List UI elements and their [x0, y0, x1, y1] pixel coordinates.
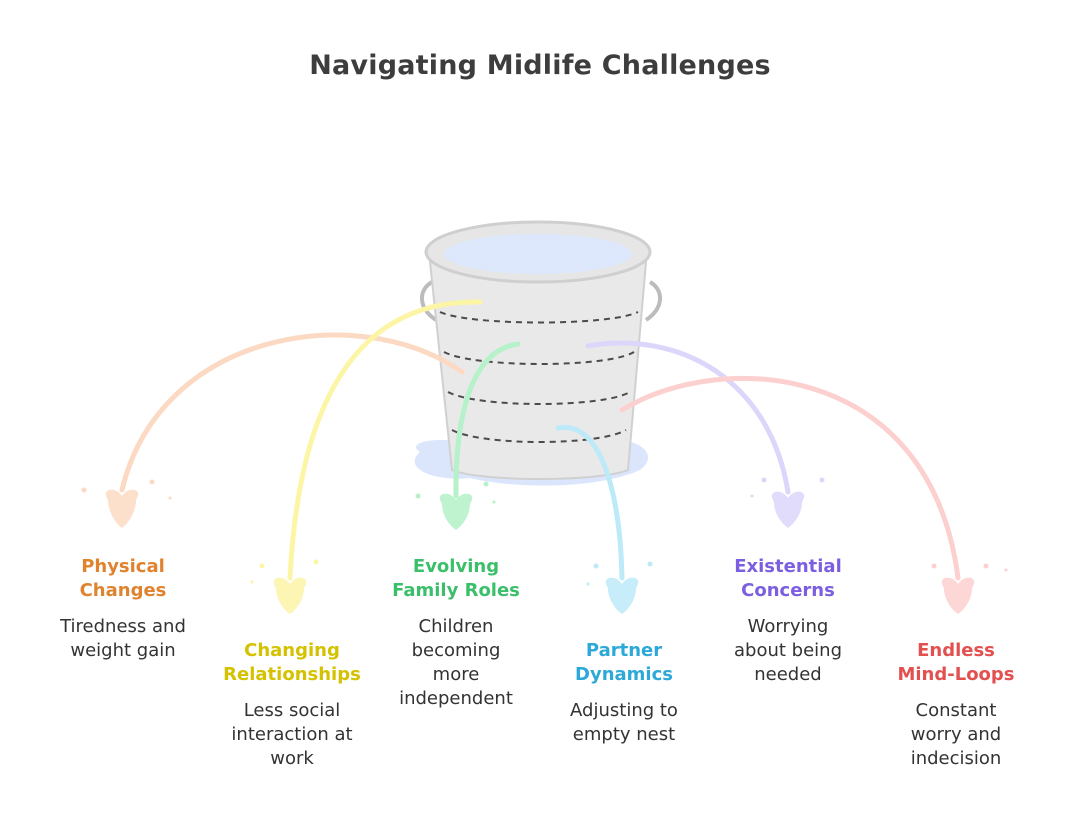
heading-line: Changing — [244, 640, 340, 661]
stream-family — [453, 341, 521, 499]
dashed-band — [447, 391, 631, 405]
desc-line: Less social — [243, 700, 341, 721]
item-heading: Changing Relationships — [212, 639, 372, 687]
heading-line: Dynamics — [575, 664, 673, 685]
splash-mindloops — [931, 563, 1008, 614]
stream-existential — [585, 340, 791, 495]
bucket-water — [444, 234, 632, 274]
heading-line: Mind-Loops — [897, 664, 1015, 685]
diagram-title: Navigating Midlife Challenges — [309, 50, 771, 81]
desc-line: needed — [754, 664, 822, 685]
item-description: Less social interaction at work — [212, 699, 372, 771]
bucket-body — [428, 261, 648, 480]
heading-line: Family Roles — [392, 580, 520, 601]
item-physical-changes: Physical Changes Tiredness and weight ga… — [43, 555, 203, 663]
desc-line: independent — [399, 688, 513, 709]
item-existential-concerns: Existential Concerns Worrying about bein… — [708, 555, 868, 687]
desc-line: Tiredness and — [60, 616, 186, 637]
stream-physical — [119, 332, 465, 493]
item-heading: Evolving Family Roles — [376, 555, 536, 603]
desc-line: about being — [734, 640, 842, 661]
heading-line: Physical — [81, 556, 165, 577]
desc-line: empty nest — [572, 724, 676, 745]
splash-relationships — [250, 559, 319, 614]
desc-line: interaction at — [231, 724, 353, 745]
heading-line: Changes — [79, 580, 167, 601]
splash-existential — [750, 477, 825, 528]
item-endless-mind-loops: Endless Mind-Loops Constant worry and in… — [876, 639, 1036, 771]
dashed-band — [451, 429, 627, 443]
splash-partner — [586, 561, 653, 614]
item-description: Tiredness and weight gain — [43, 615, 203, 663]
item-changing-relationships: Changing Relationships Less social inter… — [212, 639, 372, 771]
heading-line: Evolving — [412, 556, 500, 577]
desc-line: more — [432, 664, 480, 685]
desc-line: work — [270, 748, 314, 769]
heading-line: Concerns — [741, 580, 835, 601]
desc-line: Adjusting to — [570, 700, 678, 721]
heading-line: Endless — [917, 640, 995, 661]
item-evolving-family-roles: Evolving Family Roles Children becoming … — [376, 555, 536, 711]
item-description: Adjusting to empty nest — [544, 699, 704, 747]
dashed-band — [439, 311, 639, 324]
stream-partner — [555, 424, 625, 581]
desc-line: indecision — [910, 748, 1002, 769]
stream-mindloops — [619, 375, 961, 581]
heading-line: Relationships — [223, 664, 361, 685]
item-heading: Physical Changes — [43, 555, 203, 603]
desc-line: weight gain — [70, 640, 176, 661]
item-partner-dynamics: Partner Dynamics Adjusting to empty nest — [544, 639, 704, 747]
desc-line: Constant — [915, 700, 997, 721]
splash-family — [415, 481, 496, 530]
desc-line: Children — [418, 616, 494, 637]
desc-line: worry and — [910, 724, 1002, 745]
item-heading: Existential Concerns — [708, 555, 868, 603]
stream-relationships — [287, 299, 483, 581]
item-description: Children becoming more independent — [376, 615, 536, 711]
item-heading: Endless Mind-Loops — [876, 639, 1036, 687]
desc-line: becoming — [411, 640, 501, 661]
heading-line: Existential — [734, 556, 842, 577]
item-description: Constant worry and indecision — [876, 699, 1036, 771]
heading-line: Partner — [585, 640, 663, 661]
bucket-handle — [420, 280, 662, 322]
item-description: Worrying about being needed — [708, 615, 868, 687]
dashed-band — [443, 351, 635, 365]
desc-line: Worrying — [747, 616, 829, 637]
splash-physical — [81, 479, 172, 528]
item-heading: Partner Dynamics — [544, 639, 704, 687]
